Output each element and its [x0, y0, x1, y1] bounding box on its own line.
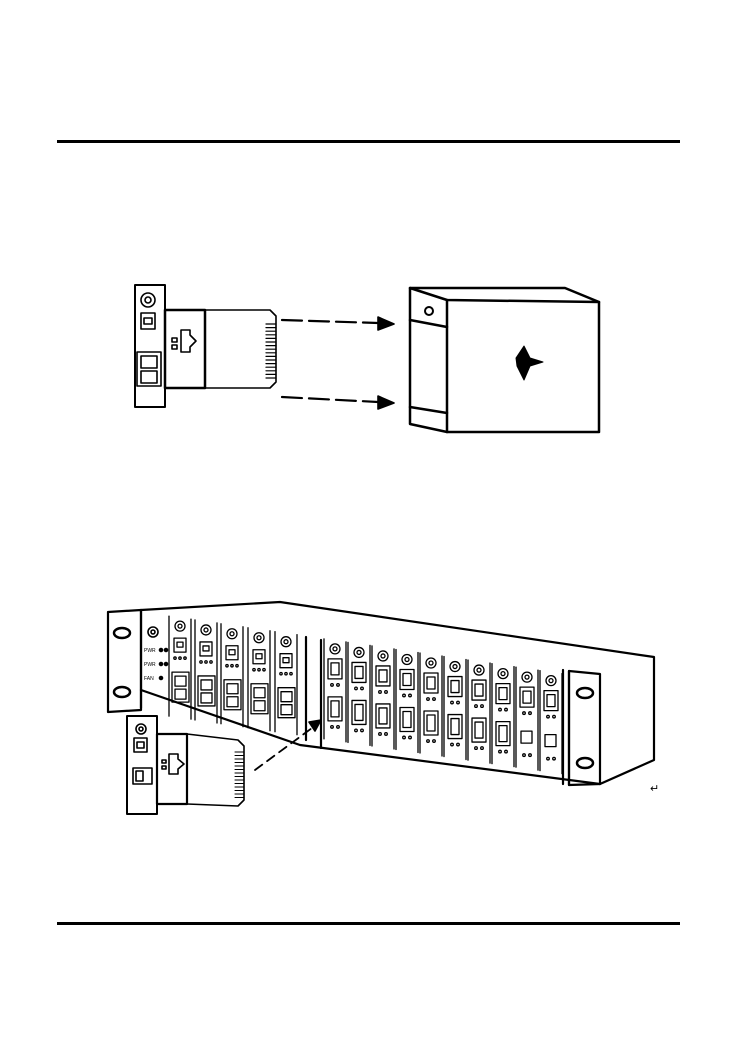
figure-standalone	[135, 285, 599, 432]
card-faceplate	[135, 285, 165, 407]
rack-ear-left	[108, 610, 141, 712]
standalone-chassis	[410, 288, 599, 432]
loose-card	[127, 716, 244, 814]
rack-slot-card	[444, 657, 466, 760]
led-label: PWR	[144, 662, 156, 668]
card-pcb	[165, 310, 276, 388]
rack-slot-card	[195, 620, 217, 723]
rj45-port-icon	[141, 313, 155, 329]
rack-slot-card	[492, 664, 514, 767]
insert-arrow	[255, 720, 321, 770]
rack-slots	[169, 616, 562, 774]
led-label: PWR	[144, 648, 156, 654]
rack-slot-card	[468, 660, 490, 763]
rack-slot-card	[248, 628, 270, 731]
rack-slot-card	[221, 624, 243, 727]
rack-slot-card	[275, 632, 297, 735]
rack-slot-card	[396, 649, 418, 752]
chassis-screw-icon	[425, 307, 433, 315]
insert-arrows	[282, 317, 394, 409]
return-mark: ↵	[650, 783, 659, 795]
rack-slot-card	[420, 653, 442, 756]
rack-slot-card	[540, 671, 562, 774]
led-panel: PWR PWR FAN	[144, 627, 168, 682]
rack-ear-right	[569, 671, 600, 785]
rack-slot-card	[372, 646, 394, 749]
rack-slot-card	[516, 667, 538, 770]
rack-slot-card	[324, 639, 346, 742]
screw-icon	[141, 293, 155, 307]
rack-slot-card	[348, 642, 370, 745]
led-label: FAN	[144, 676, 154, 682]
figure-rack: PWR PWR FAN ↵	[108, 602, 659, 814]
